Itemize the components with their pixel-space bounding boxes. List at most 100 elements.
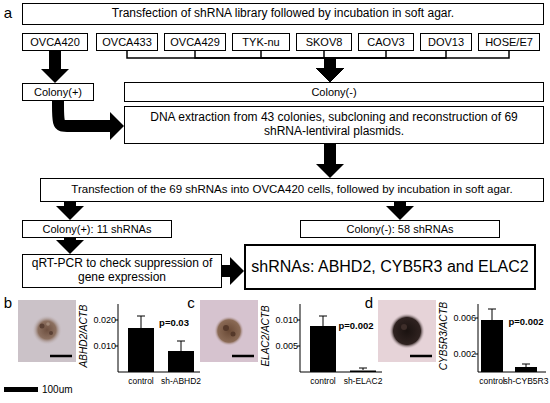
- node-text: DNA extraction from 43 colonies, subclon…: [133, 111, 535, 139]
- bracket-line: [330, 51, 509, 58]
- colony: [32, 315, 62, 345]
- colony-cell: [40, 324, 45, 329]
- node-text: Colony(+): 11 shRNAs: [43, 223, 152, 236]
- node-text: SKOV8: [306, 36, 343, 49]
- bar-label: control: [128, 377, 154, 386]
- axis-title: ELAC2/ACTB: [261, 305, 271, 366]
- error-bar: [359, 368, 367, 370]
- tick-label: 0.020: [93, 316, 116, 325]
- panel-letter: b: [4, 295, 12, 310]
- bracket-line: [330, 51, 446, 58]
- colony-cell: [401, 324, 407, 330]
- block-arrow: [394, 202, 406, 206]
- block-arrow: [324, 58, 336, 68]
- block-arrow: [64, 238, 76, 240]
- bar: [350, 371, 376, 373]
- block-arrow: [324, 58, 336, 68]
- flow-arrow: [330, 51, 446, 68]
- block-arrow: [324, 58, 336, 68]
- flow-arrow: [400, 202, 401, 206]
- block-arrow: [49, 51, 61, 69]
- node-text: DOV13: [428, 36, 464, 49]
- process-box: Colony(+): [22, 83, 94, 101]
- bracket-line: [324, 51, 330, 58]
- process-box: CAOV3: [358, 33, 414, 51]
- bracket-line: [195, 51, 330, 58]
- process-box: Transfection of shRNA library followed b…: [22, 3, 544, 25]
- tick-label: 0.002: [453, 350, 476, 359]
- process-box: TYK-nu: [232, 33, 290, 51]
- block-arrow: [222, 265, 230, 277]
- flow-arrow: [261, 51, 330, 68]
- node-text: Colony(+): [34, 86, 82, 99]
- process-box: HOSE/E7: [478, 33, 540, 51]
- flow-arrow: [70, 238, 71, 240]
- block-arrow: [64, 202, 76, 206]
- axis-title: CYB5R3/ACTB: [439, 302, 449, 370]
- process-box: SKOV8: [296, 33, 352, 51]
- axis-title: ABHD2/ACTB: [79, 305, 89, 368]
- block-arrow: [324, 58, 336, 68]
- colony: [214, 316, 244, 346]
- tick-label: 0.005: [275, 342, 298, 351]
- error-bar: [522, 364, 530, 367]
- tick-label: 0.006: [453, 314, 476, 323]
- flow-arrow: [127, 51, 330, 68]
- node-text: Transfection of shRNA library followed b…: [112, 7, 454, 21]
- block-arrow: [324, 144, 336, 164]
- process-box: qRT-PCR to check suppression of gene exp…: [22, 254, 222, 288]
- axis: [118, 304, 119, 372]
- block-arrow: [324, 58, 336, 68]
- node-text: shRNAs: ABHD2, CYB5R3 and ELAC2: [251, 258, 528, 276]
- bar-label: sh-CYB5R3: [504, 377, 549, 386]
- panel-letter: c: [187, 295, 195, 310]
- process-box: Colony(-): 58 shRNAs: [300, 220, 500, 238]
- error-bar: [488, 309, 496, 320]
- process-box: OVCA420: [22, 33, 88, 51]
- node-text: TYK-nu: [242, 36, 279, 49]
- bar: [515, 367, 537, 372]
- process-box: OVCA433: [96, 33, 158, 51]
- bar-label: control: [479, 377, 505, 386]
- p-value: p=0.002: [508, 317, 543, 327]
- flow-arrow: [324, 51, 330, 68]
- result-box: shRNAs: ABHD2, CYB5R3 and ELAC2: [244, 244, 536, 290]
- p-value: p=0.002: [338, 321, 373, 331]
- error-bar: [137, 316, 145, 328]
- micrograph: [378, 300, 436, 362]
- node-text: OVCA420: [30, 36, 80, 49]
- bar-label: sh-ELAC2: [344, 377, 383, 386]
- panel-letter: d: [365, 295, 373, 310]
- scale-bar: [4, 387, 38, 392]
- tick-label: 0.010: [275, 316, 298, 325]
- bar-label: control: [310, 377, 336, 386]
- colony: [389, 313, 425, 349]
- process-box: Transfection of the 69 shRNAs into OVCA4…: [40, 178, 544, 202]
- flow-arrow: [70, 202, 71, 206]
- axis: [478, 304, 479, 372]
- node-text: CAOV3: [367, 36, 404, 49]
- micrograph: [200, 300, 258, 362]
- colony-cell: [49, 331, 53, 335]
- process-box: DOV13: [420, 33, 472, 51]
- tick-label: 0.010: [93, 342, 116, 351]
- bar: [168, 351, 194, 372]
- process-box: Colony(-): [124, 82, 544, 102]
- node-text: HOSE/E7: [485, 36, 533, 49]
- scale-bar: [232, 355, 254, 358]
- flow-arrow: [330, 51, 386, 68]
- flow-arrow: [55, 51, 56, 69]
- scale-bar: [410, 355, 432, 358]
- flow-arrow: [195, 51, 330, 68]
- block-arrow: [58, 101, 110, 126]
- panel-letter: a: [4, 5, 12, 20]
- node-text: Transfection of the 69 shRNAs into OVCA4…: [71, 183, 512, 196]
- p-value: p=0.03: [159, 318, 189, 328]
- node-text: OVCA433: [102, 36, 152, 49]
- node-text: Colony(-): 58 shRNAs: [347, 223, 454, 236]
- process-box: Colony(+): 11 shRNAs: [22, 220, 172, 238]
- error-bar: [177, 341, 185, 351]
- process-box: OVCA429: [164, 33, 226, 51]
- flow-arrow: [330, 51, 509, 68]
